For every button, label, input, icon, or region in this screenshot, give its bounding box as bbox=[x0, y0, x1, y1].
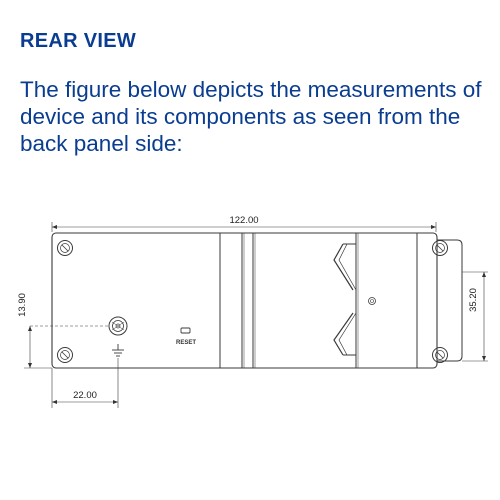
width-dimension bbox=[51, 222, 437, 232]
center-screw-icon bbox=[368, 297, 376, 305]
right-height-dimension bbox=[462, 271, 488, 362]
right-height-dimension-label: 35.20 bbox=[468, 288, 479, 312]
reset-label: RESET bbox=[176, 340, 196, 346]
screw-bottom-left-icon bbox=[57, 347, 73, 363]
ground-screw-icon bbox=[108, 316, 128, 336]
bottom-width-dimension bbox=[51, 358, 119, 408]
rear-view-drawing: 122.00 13.90 35.20 22.00 RESET bbox=[17, 215, 488, 408]
reset-button bbox=[180, 327, 191, 334]
screw-bottom-right-icon bbox=[432, 347, 448, 363]
right-end-cap bbox=[437, 239, 463, 362]
din-rail-clip bbox=[333, 243, 357, 356]
screw-top-right-icon bbox=[432, 240, 448, 256]
width-dimension-label: 122.00 bbox=[229, 215, 258, 226]
left-height-dimension-label: 13.90 bbox=[17, 293, 28, 317]
ground-symbol-icon bbox=[112, 344, 124, 357]
left-height-dimension bbox=[24, 325, 110, 369]
screw-top-left-icon bbox=[57, 240, 73, 256]
section-title: REAR VIEW bbox=[20, 30, 137, 52]
bottom-width-dimension-label: 22.00 bbox=[73, 390, 97, 401]
intro-text: The figure below depicts the measurement… bbox=[20, 77, 482, 156]
device-body bbox=[51, 232, 438, 369]
